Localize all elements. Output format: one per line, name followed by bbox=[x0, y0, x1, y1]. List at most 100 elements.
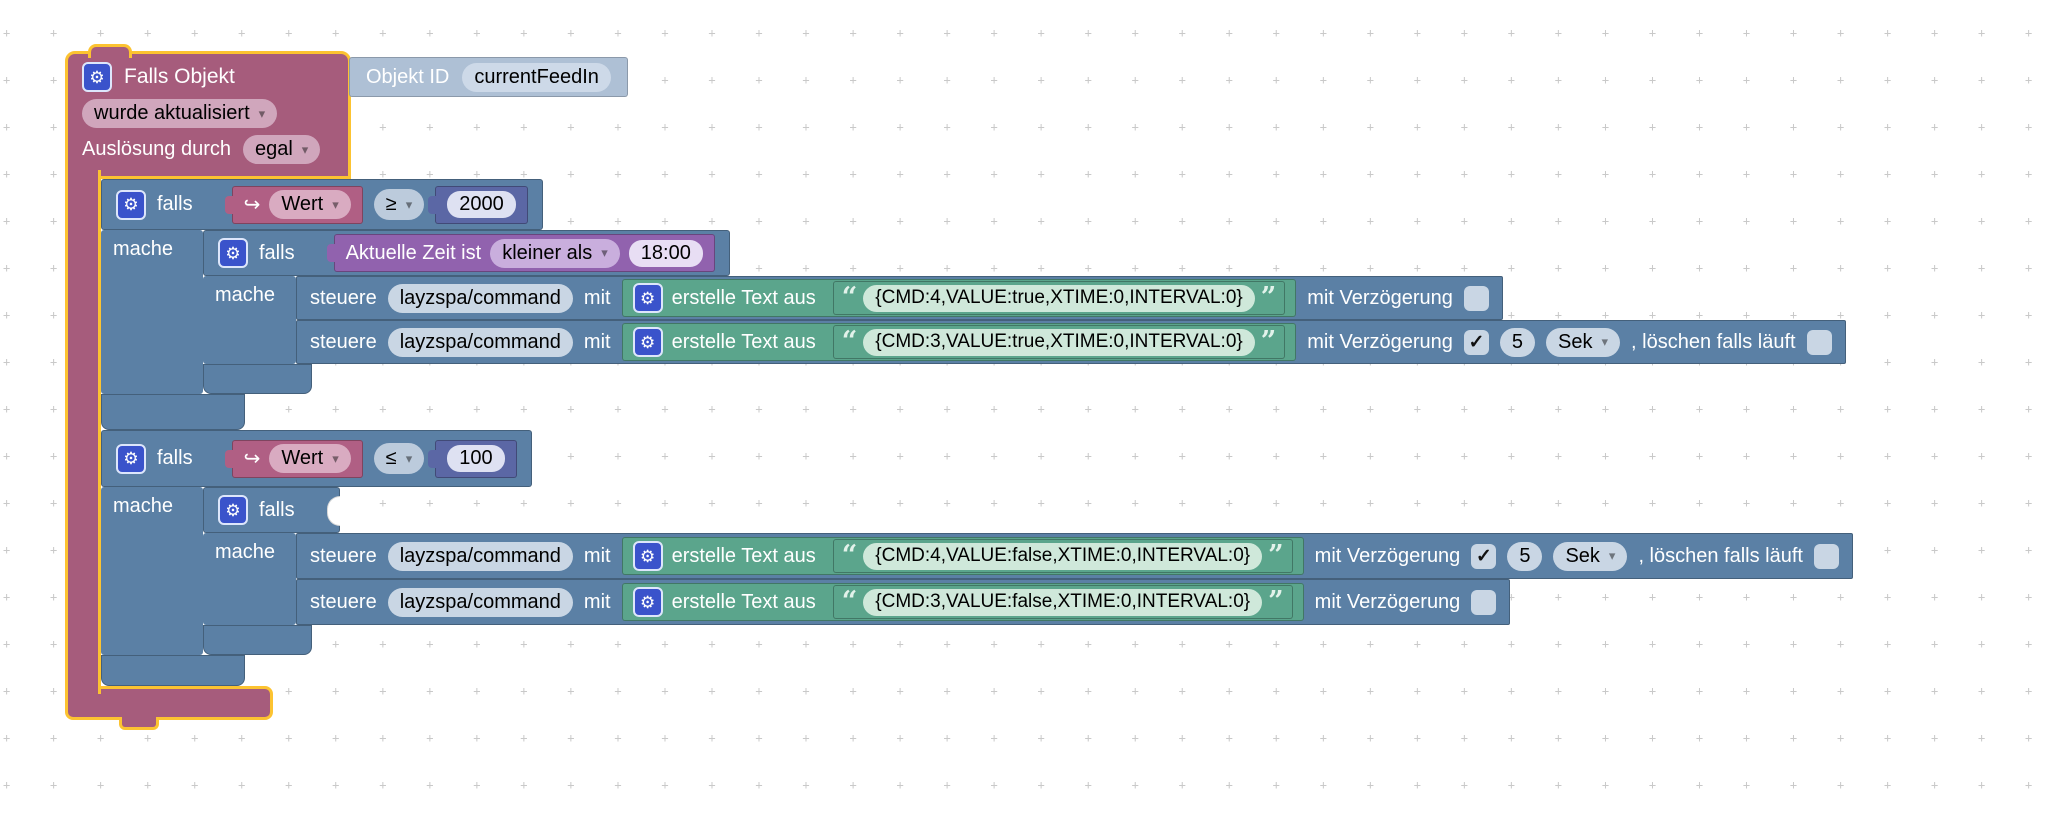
value-block-wert[interactable]: ↪ Wert bbox=[231, 439, 363, 478]
close-quote-icon bbox=[1268, 593, 1284, 611]
mutator-gear-icon[interactable] bbox=[116, 189, 146, 220]
value-block-wert[interactable]: ↪ Wert bbox=[231, 185, 363, 224]
compare-operator: ≤ bbox=[385, 447, 397, 469]
mutator-gear-icon[interactable] bbox=[218, 238, 248, 268]
delay-label: mit Verzögerung bbox=[1307, 330, 1453, 353]
do-keyword: mache bbox=[215, 284, 276, 306]
create-text-block[interactable]: erstelle Text aus {CMD:3,VALUE:false,XTI… bbox=[621, 583, 1304, 621]
grid-dots: ++++++++++++++++++++++++++++++++++++++++… bbox=[3, 731, 2067, 745]
text-string-block[interactable]: {CMD:3,VALUE:false,XTIME:0,INTERVAL:0} bbox=[832, 585, 1293, 619]
trigger-title: Falls Objekt bbox=[124, 65, 235, 88]
do-keyword: mache bbox=[215, 541, 276, 563]
delay-value-field[interactable]: 5 bbox=[1507, 541, 1543, 571]
text-string-block[interactable]: {CMD:4,VALUE:false,XTIME:0,INTERVAL:0} bbox=[832, 539, 1293, 573]
delay-checkbox[interactable]: ✓ bbox=[1471, 543, 1497, 569]
trigger-block-spine bbox=[65, 170, 101, 694]
trigger-by-dropdown[interactable]: egal bbox=[242, 135, 321, 164]
trigger-block-bottom-tab bbox=[119, 717, 159, 730]
control-oid-field[interactable]: layzspa/command bbox=[387, 327, 573, 357]
wert-dropdown[interactable]: Wert bbox=[269, 444, 351, 473]
objekt-id-field[interactable]: currentFeedIn bbox=[462, 62, 611, 92]
create-text-block[interactable]: erstelle Text aus {CMD:3,VALUE:true,XTIM… bbox=[621, 323, 1297, 361]
number-block[interactable]: 2000 bbox=[435, 185, 528, 224]
if-block-time-foot bbox=[203, 364, 312, 394]
if-block-1-do-column: mache bbox=[101, 230, 203, 394]
delay-label: mit Verzögerung bbox=[1314, 590, 1461, 613]
with-keyword: mit bbox=[583, 544, 611, 567]
delay-label: mit Verzögerung bbox=[1314, 544, 1461, 567]
text-string-field[interactable]: {CMD:4,VALUE:false,XTIME:0,INTERVAL:0} bbox=[863, 542, 1263, 570]
if-block-empty[interactable]: falls bbox=[203, 487, 340, 533]
trigger-by-label: Auslösung durch bbox=[82, 138, 231, 160]
delay-unit-dropdown[interactable]: Sek bbox=[1546, 327, 1621, 357]
clear-checkbox[interactable] bbox=[1806, 329, 1832, 355]
control-row-1[interactable]: steuere layzspa/command mit erstelle Tex… bbox=[296, 276, 1503, 320]
control-oid-field[interactable]: layzspa/command bbox=[387, 587, 573, 617]
grid-dots: ++++++++++++++++++++++++++++++++++++++++… bbox=[3, 120, 2067, 134]
compare-operator-dropdown[interactable]: ≥ bbox=[373, 189, 425, 220]
if-block-2[interactable]: falls ↪ Wert ≤ 100 bbox=[101, 430, 532, 487]
if-block-2-foot bbox=[101, 655, 245, 686]
if-block-time[interactable]: falls Aktuelle Zeit ist kleiner als 18:0… bbox=[203, 230, 730, 276]
number-field[interactable]: 2000 bbox=[447, 191, 516, 218]
wert-dropdown[interactable]: Wert bbox=[269, 190, 351, 219]
create-text-block[interactable]: erstelle Text aus {CMD:4,VALUE:true,XTIM… bbox=[621, 279, 1297, 317]
text-string-block[interactable]: {CMD:3,VALUE:true,XTIME:0,INTERVAL:0} bbox=[832, 325, 1286, 359]
text-string-field[interactable]: {CMD:3,VALUE:true,XTIME:0,INTERVAL:0} bbox=[863, 328, 1255, 356]
control-oid-field[interactable]: layzspa/command bbox=[387, 541, 573, 571]
text-string-field[interactable]: {CMD:3,VALUE:false,XTIME:0,INTERVAL:0} bbox=[863, 588, 1263, 616]
clear-checkbox[interactable] bbox=[1813, 543, 1839, 569]
if-block-empty-foot bbox=[203, 625, 312, 655]
time-compare-dropdown[interactable]: kleiner als bbox=[490, 238, 620, 268]
control-oid-field[interactable]: layzspa/command bbox=[387, 283, 573, 313]
close-quote-icon bbox=[1261, 289, 1277, 307]
empty-condition-socket[interactable] bbox=[327, 496, 340, 526]
trigger-block[interactable]: Falls Objekt wurde aktualisiert Auslösun… bbox=[65, 51, 351, 179]
delay-checkbox[interactable] bbox=[1463, 285, 1489, 311]
grid-dots: ++++++++++++++++++++++++++++++++++++++++… bbox=[3, 167, 2067, 181]
compare-operator-dropdown[interactable]: ≤ bbox=[373, 443, 425, 474]
create-text-label: erstelle Text aus bbox=[671, 544, 816, 567]
grid-dots: ++++++++++++++++++++++++++++++++++++++++… bbox=[3, 26, 2067, 40]
grid-dots: ++++++++++++++++++++++++++++++++++++++++… bbox=[3, 402, 2067, 416]
objekt-id-block[interactable]: Objekt ID currentFeedIn bbox=[349, 57, 628, 97]
control-row-2[interactable]: steuere layzspa/command mit erstelle Tex… bbox=[296, 320, 1846, 364]
mutator-gear-icon[interactable] bbox=[116, 443, 146, 474]
if-block-2-do-column: mache bbox=[101, 487, 203, 655]
mutator-gear-icon[interactable] bbox=[218, 495, 248, 525]
mutator-gear-icon[interactable] bbox=[82, 62, 112, 92]
grid-dots: ++++++++++++++++++++++++++++++++++++++++… bbox=[3, 778, 2067, 792]
mutator-gear-icon[interactable] bbox=[632, 587, 663, 617]
if-keyword: falls bbox=[157, 447, 193, 469]
text-string-field[interactable]: {CMD:4,VALUE:true,XTIME:0,INTERVAL:0} bbox=[863, 284, 1255, 312]
number-field[interactable]: 100 bbox=[447, 445, 505, 472]
delay-label: mit Verzögerung bbox=[1307, 286, 1453, 309]
mutator-gear-icon[interactable] bbox=[632, 541, 663, 571]
time-compare-block[interactable]: Aktuelle Zeit ist kleiner als 18:00 bbox=[333, 234, 715, 272]
if-keyword: falls bbox=[259, 241, 295, 264]
control-row-3[interactable]: steuere layzspa/command mit erstelle Tex… bbox=[296, 533, 1853, 579]
do-keyword: mache bbox=[113, 238, 174, 260]
number-block[interactable]: 100 bbox=[435, 439, 517, 478]
delay-checkbox[interactable]: ✓ bbox=[1463, 329, 1489, 355]
time-field[interactable]: 18:00 bbox=[628, 239, 703, 267]
wert-value: Wert bbox=[281, 193, 324, 215]
text-string-block[interactable]: {CMD:4,VALUE:true,XTIME:0,INTERVAL:0} bbox=[832, 281, 1286, 315]
with-keyword: mit bbox=[583, 330, 611, 353]
delay-unit-dropdown[interactable]: Sek bbox=[1553, 541, 1628, 571]
delay-checkbox[interactable] bbox=[1471, 589, 1497, 615]
trigger-event-dropdown[interactable]: wurde aktualisiert bbox=[82, 99, 278, 128]
with-keyword: mit bbox=[583, 590, 611, 613]
time-compare-value: kleiner als bbox=[502, 241, 593, 264]
delay-value-field[interactable]: 5 bbox=[1499, 327, 1536, 357]
mutator-gear-icon[interactable] bbox=[632, 283, 663, 313]
delay-unit-value: Sek bbox=[1558, 330, 1593, 353]
if-block-1[interactable]: falls ↪ Wert ≥ 2000 bbox=[101, 179, 543, 230]
grid-dots: ++++++++++++++++++++++++++++++++++++++++… bbox=[3, 496, 2067, 510]
mutator-gear-icon[interactable] bbox=[632, 327, 663, 357]
grid-dots: ++++++++++++++++++++++++++++++++++++++++… bbox=[3, 637, 2067, 651]
control-row-4[interactable]: steuere layzspa/command mit erstelle Tex… bbox=[296, 579, 1511, 625]
time-compare-label: Aktuelle Zeit ist bbox=[345, 241, 482, 264]
create-text-block[interactable]: erstelle Text aus {CMD:4,VALUE:false,XTI… bbox=[621, 537, 1304, 575]
control-keyword: steuere bbox=[310, 286, 377, 309]
